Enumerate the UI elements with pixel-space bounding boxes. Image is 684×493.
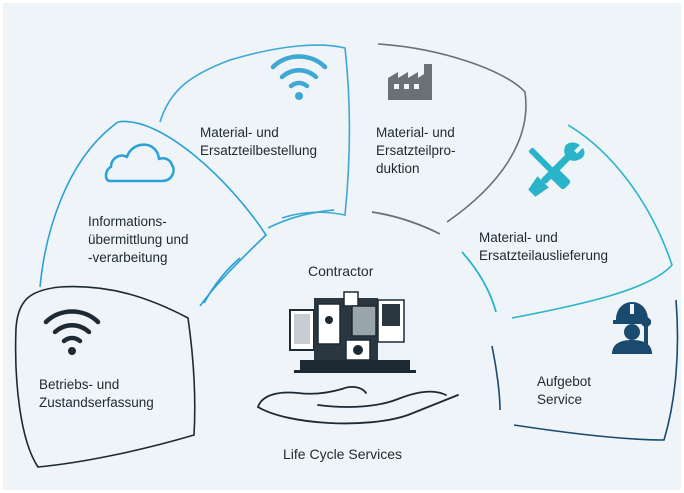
label-line: duktion bbox=[376, 161, 420, 176]
label-produktion: Material- und Ersatzteilpro- duktion bbox=[376, 124, 456, 178]
machine-icon bbox=[289, 291, 416, 373]
background-panel bbox=[3, 3, 681, 490]
inner-arc-2 bbox=[267, 209, 335, 229]
inner-arc-1 bbox=[203, 257, 241, 304]
cloud-icon bbox=[104, 143, 175, 183]
label-betrieb: Betriebs- und Zustandserfassung bbox=[39, 376, 154, 412]
inner-arc-3 bbox=[371, 211, 441, 235]
label-information: Informations- übermittlung und -verarbei… bbox=[88, 213, 189, 267]
contractor-title: Contractor bbox=[308, 263, 374, 279]
segment-betrieb-outline bbox=[14, 285, 196, 468]
label-line: Material- und bbox=[479, 230, 558, 245]
segment-aufgebot-inner bbox=[491, 345, 501, 411]
label-line: Betriebs- und bbox=[39, 377, 120, 392]
screwdriver-icon bbox=[528, 147, 571, 190]
factory-icon bbox=[388, 64, 432, 100]
service-technician-icon bbox=[612, 302, 652, 354]
label-line: Ersatzteilpro- bbox=[376, 143, 456, 158]
label-line: Aufgebot bbox=[537, 374, 592, 389]
label-line: Ersatzteilbestellung bbox=[200, 143, 318, 158]
segment-auslieferung-outline bbox=[511, 124, 673, 319]
segment-aufgebot-outline bbox=[513, 299, 679, 441]
hand-icon bbox=[257, 386, 459, 425]
label-line: Informations- bbox=[88, 214, 167, 229]
label-line: Material- und bbox=[200, 125, 279, 140]
label-auslieferung: Material- und Ersatzteilauslieferung bbox=[479, 229, 608, 265]
label-aufgebot: Aufgebot Service bbox=[537, 373, 591, 409]
wifi-icon bbox=[43, 309, 101, 355]
wifi-icon bbox=[270, 54, 328, 100]
label-line: -verarbeitung bbox=[88, 250, 168, 265]
segment-produktion-outline bbox=[377, 43, 527, 223]
label-line: Material- und bbox=[376, 125, 455, 140]
segment-information-outline bbox=[39, 120, 268, 307]
label-line: übermittlung und bbox=[88, 232, 189, 247]
label-line: Service bbox=[537, 392, 583, 407]
label-line: Zustandserfassung bbox=[39, 395, 154, 410]
segment-bestellung-outline bbox=[159, 44, 351, 219]
inner-arc-4 bbox=[461, 251, 497, 313]
life-cycle-services-caption: Life Cycle Services bbox=[283, 446, 403, 462]
label-line: Ersatzteilauslieferung bbox=[479, 248, 609, 263]
label-bestellung: Material- und Ersatzteilbestellung bbox=[200, 124, 317, 160]
